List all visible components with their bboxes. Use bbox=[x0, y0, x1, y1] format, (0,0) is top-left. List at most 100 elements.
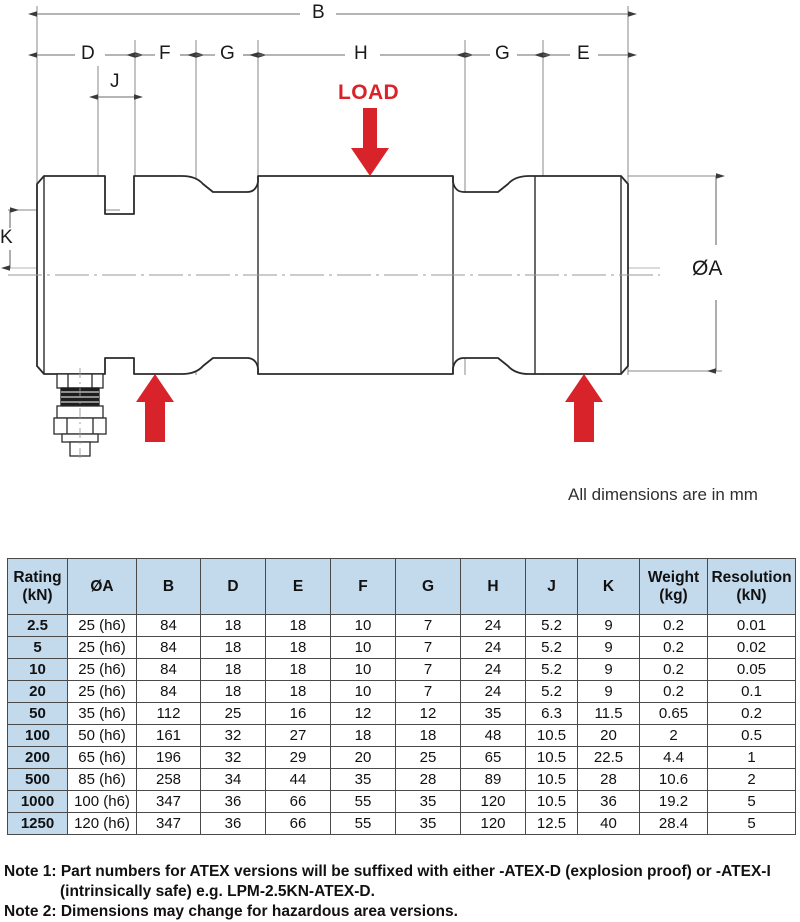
cell-E: 27 bbox=[265, 724, 331, 747]
pin-body-outline bbox=[8, 175, 660, 375]
cell-J: 6.3 bbox=[525, 702, 578, 725]
cell-A: 85 (h6) bbox=[67, 768, 137, 791]
cell-F: 18 bbox=[330, 724, 396, 747]
cell-B: 84 bbox=[136, 680, 201, 703]
cell-A: 25 (h6) bbox=[67, 680, 137, 703]
specification-table: Rating (kN) ØA B D E F G H J K Weight (k… bbox=[7, 558, 796, 835]
cell-E: 66 bbox=[265, 790, 331, 813]
column-header-weight-line2: (kg) bbox=[659, 586, 688, 604]
column-header-weight: Weight (kg) bbox=[639, 558, 708, 615]
cell-G: 18 bbox=[395, 724, 461, 747]
dimension-label-D: D bbox=[81, 43, 95, 64]
cell-D: 32 bbox=[200, 724, 266, 747]
cell-E: 18 bbox=[265, 658, 331, 681]
units-note: All dimensions are in mm bbox=[568, 485, 758, 504]
reaction-arrow-right bbox=[565, 374, 603, 442]
cable-gland-connector bbox=[53, 368, 107, 462]
cell-D: 18 bbox=[200, 658, 266, 681]
cell-rating: 100 bbox=[7, 724, 68, 747]
column-header-rating-line2: (kN) bbox=[22, 586, 53, 604]
cell-D: 18 bbox=[200, 680, 266, 703]
load-arrow-down bbox=[351, 108, 389, 176]
cell-weight: 4.4 bbox=[639, 746, 708, 769]
column-header-resolution: Resolution (kN) bbox=[707, 558, 796, 615]
cell-weight: 0.2 bbox=[639, 680, 708, 703]
dimension-label-G-left: G bbox=[220, 43, 235, 64]
cell-K: 9 bbox=[577, 680, 640, 703]
cell-D: 18 bbox=[200, 614, 266, 637]
cell-H: 48 bbox=[460, 724, 526, 747]
cell-F: 55 bbox=[330, 812, 396, 835]
cell-rating: 20 bbox=[7, 680, 68, 703]
cell-G: 7 bbox=[395, 658, 461, 681]
cell-G: 7 bbox=[395, 636, 461, 659]
cell-H: 24 bbox=[460, 636, 526, 659]
dimension-label-B: B bbox=[312, 2, 325, 23]
cell-B: 258 bbox=[136, 768, 201, 791]
cell-weight: 28.4 bbox=[639, 812, 708, 835]
cell-B: 161 bbox=[136, 724, 201, 747]
cell-H: 24 bbox=[460, 658, 526, 681]
cell-A: 25 (h6) bbox=[67, 636, 137, 659]
cell-D: 36 bbox=[200, 790, 266, 813]
cell-resolution: 0.01 bbox=[707, 614, 796, 637]
cell-B: 196 bbox=[136, 746, 201, 769]
cell-K: 22.5 bbox=[577, 746, 640, 769]
cell-resolution: 0.05 bbox=[707, 658, 796, 681]
cell-K: 40 bbox=[577, 812, 640, 835]
dimension-label-J: J bbox=[110, 71, 120, 92]
cell-resolution: 1 bbox=[707, 746, 796, 769]
cell-G: 7 bbox=[395, 680, 461, 703]
cell-A: 35 (h6) bbox=[67, 702, 137, 725]
cell-rating: 5 bbox=[7, 636, 68, 659]
column-header-F: F bbox=[330, 558, 396, 615]
cell-B: 84 bbox=[136, 658, 201, 681]
cell-E: 29 bbox=[265, 746, 331, 769]
cell-J: 10.5 bbox=[525, 790, 578, 813]
column-header-B: B bbox=[136, 558, 201, 615]
cell-J: 10.5 bbox=[525, 724, 578, 747]
cell-weight: 0.65 bbox=[639, 702, 708, 725]
cell-F: 10 bbox=[330, 636, 396, 659]
cell-J: 5.2 bbox=[525, 658, 578, 681]
cell-F: 10 bbox=[330, 680, 396, 703]
cell-weight: 0.2 bbox=[639, 636, 708, 659]
notes-block: Note 1: Part numbers for ATEX versions w… bbox=[4, 862, 800, 921]
cell-A: 50 (h6) bbox=[67, 724, 137, 747]
column-header-E: E bbox=[265, 558, 331, 615]
cell-H: 89 bbox=[460, 768, 526, 791]
cell-resolution: 5 bbox=[707, 812, 796, 835]
cell-F: 12 bbox=[330, 702, 396, 725]
cell-B: 347 bbox=[136, 812, 201, 835]
cell-resolution: 0.2 bbox=[707, 702, 796, 725]
cell-A: 25 (h6) bbox=[67, 614, 137, 637]
cell-B: 112 bbox=[136, 702, 201, 725]
cell-H: 120 bbox=[460, 812, 526, 835]
cell-weight: 2 bbox=[639, 724, 708, 747]
cell-J: 5.2 bbox=[525, 614, 578, 637]
cell-E: 18 bbox=[265, 614, 331, 637]
cell-J: 10.5 bbox=[525, 768, 578, 791]
cell-A: 25 (h6) bbox=[67, 658, 137, 681]
cell-E: 66 bbox=[265, 812, 331, 835]
cell-K: 28 bbox=[577, 768, 640, 791]
note-2: Note 2: Dimensions may change for hazard… bbox=[4, 902, 458, 920]
cell-F: 20 bbox=[330, 746, 396, 769]
cell-G: 35 bbox=[395, 790, 461, 813]
cell-D: 32 bbox=[200, 746, 266, 769]
cell-F: 10 bbox=[330, 614, 396, 637]
cell-B: 347 bbox=[136, 790, 201, 813]
cell-G: 25 bbox=[395, 746, 461, 769]
cell-F: 10 bbox=[330, 658, 396, 681]
cell-J: 5.2 bbox=[525, 680, 578, 703]
cell-G: 7 bbox=[395, 614, 461, 637]
cell-K: 9 bbox=[577, 614, 640, 637]
cell-J: 5.2 bbox=[525, 636, 578, 659]
